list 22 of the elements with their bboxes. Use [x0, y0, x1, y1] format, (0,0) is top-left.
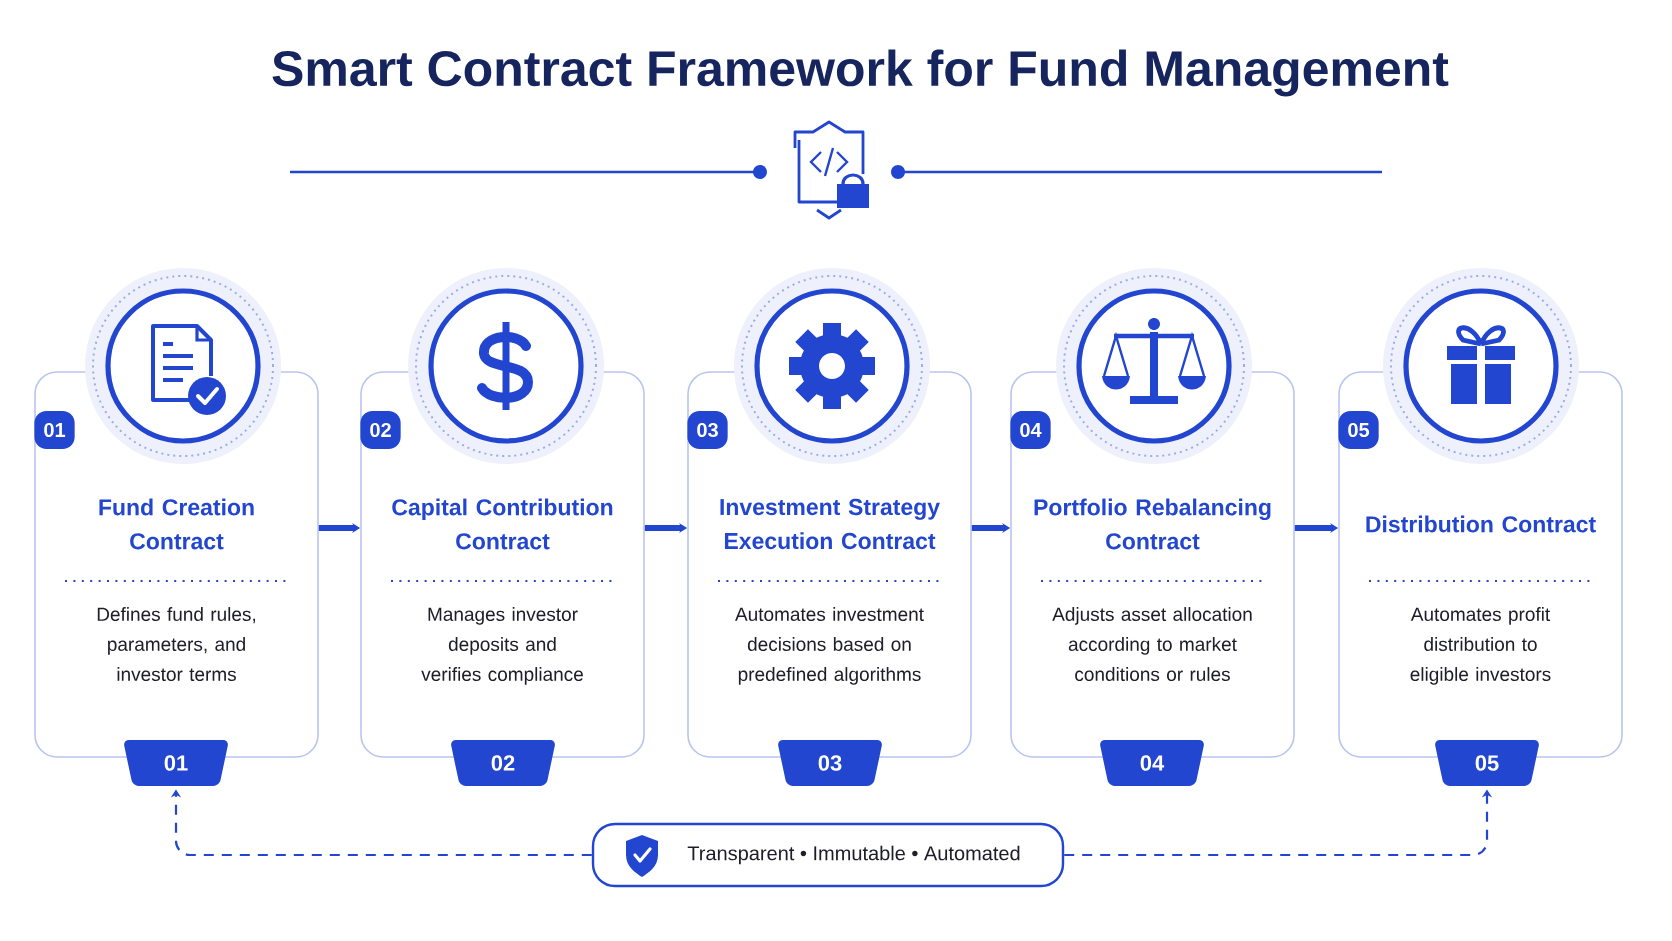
card-title: Portfolio Rebalancing Contract — [1034, 498, 1271, 550]
card-title: Investment Strategy Execution Contract — [720, 498, 940, 550]
card-title: Capital Contribution Contract — [392, 498, 613, 550]
description: Manages investor deposits and verifies compliance — [421, 607, 583, 685]
number-tab: 03 — [778, 740, 882, 786]
number-tab: 02 — [451, 740, 555, 786]
step-badge: 01 — [34, 411, 75, 449]
description: Adjusts asset allocation according to market conditions or rules — [1052, 607, 1252, 681]
step-badge: 03 — [687, 411, 728, 449]
number-tab: 05 — [1435, 740, 1539, 786]
number-tab: 04 — [1100, 740, 1204, 786]
title: Smart Contract Framework for Fund Management — [272, 49, 1449, 97]
step-badge: 04 — [1010, 411, 1051, 449]
tagline-box: Transparent • Immutable • Automated — [591, 822, 1065, 888]
card-title: Fund Creation Contract — [99, 498, 254, 550]
step-badge: 02 — [360, 411, 401, 449]
description: Automates investment decisions based on predefined algorithms — [735, 607, 924, 685]
card-title: Distribution Contract — [1366, 515, 1596, 533]
description: Defines fund rules, parameters, and investor terms — [97, 607, 256, 681]
step-badge: 05 — [1338, 411, 1379, 449]
number-tab: 01 — [124, 740, 228, 786]
description: Automates profit distribution to eligible investors — [1410, 607, 1551, 685]
